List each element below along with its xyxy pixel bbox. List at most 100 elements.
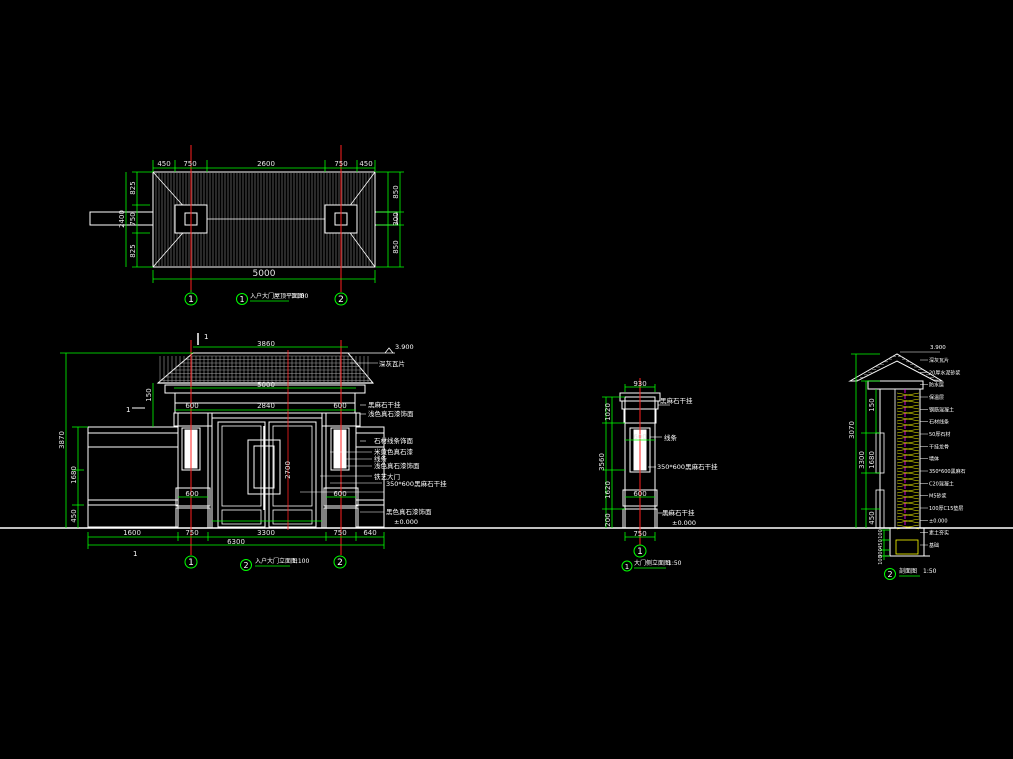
- plan-axis-bubble-1: [184, 292, 198, 306]
- section-callout: 100厚C15垫层: [929, 505, 963, 512]
- elev-axis-bubble-2: [333, 555, 347, 569]
- plan-title-bubble: [236, 293, 248, 305]
- elev-beam: [174, 402, 356, 414]
- section-rebar-line: [896, 458, 920, 464]
- section-callout: 墙体: [929, 456, 939, 463]
- side-dim-left-3: 200: [604, 513, 612, 526]
- section-callout: ±0.000: [929, 518, 948, 524]
- elev-section-mark-left: 1: [126, 406, 130, 414]
- section-rebar-line: [896, 416, 920, 422]
- plan-dim-top-1: 450: [157, 160, 170, 168]
- section-view: 3070 3300 150 1680 450 100 450 300 100 3…: [848, 345, 966, 580]
- elev-wall-left: [87, 426, 179, 528]
- plan-dim-left-total: 2400: [118, 210, 126, 228]
- elev-callout-10: 黑色真石漆饰面: [386, 507, 432, 516]
- section-rebar-line: [896, 470, 920, 476]
- elev-dim-roof: 3860: [257, 340, 275, 348]
- section-rebar-line: [896, 404, 920, 410]
- elev-section-mark: 1: [204, 333, 208, 341]
- elev-axis-label-1: 1: [188, 558, 194, 568]
- elev-gate-frame: [211, 417, 323, 529]
- section-rebar-line: [896, 440, 920, 446]
- elev-dim-bottom-4: 750: [333, 529, 346, 537]
- side-axis-label: 1: [637, 547, 643, 557]
- section-dim-left-5: 450: [868, 511, 876, 524]
- elev-dim-left-3: 450: [70, 509, 78, 522]
- section-callout: 保温层: [929, 394, 944, 401]
- elev-callout-2: 黑麻石干挂: [368, 400, 401, 409]
- section-rebar-line: [896, 428, 920, 434]
- elev-title-number: 2: [243, 561, 248, 570]
- elev-dim-bottom-3: 3300: [257, 529, 275, 537]
- section-rebar-line: [896, 494, 920, 500]
- elev-dim-inner-2: 600: [333, 490, 346, 498]
- plan-dim-right-1: 850: [392, 185, 400, 198]
- section-callout: 20厚水泥砂浆: [929, 369, 960, 376]
- elev-dim-total-bottom: 6300: [227, 538, 245, 546]
- front-elevation: 1 1 3860 5000 284: [58, 333, 447, 571]
- elev-dim-gate-height: 2700: [284, 461, 292, 479]
- side-dim-left-1: 1020: [604, 403, 612, 421]
- section-callout: 素土夯实: [929, 530, 949, 537]
- section-dim-left-4: 1680: [868, 451, 876, 469]
- elev-dim-height-total: 3870: [58, 431, 66, 449]
- side-axis-bubble: [633, 544, 647, 558]
- plan-dim-top-4: 750: [334, 160, 347, 168]
- side-callout-3: 350*600黑麻石干挂: [657, 462, 718, 471]
- elev-dim-cornice: 5000: [257, 381, 275, 389]
- elev-callout-9: 350*600黑麻石干挂: [386, 479, 447, 488]
- section-rebar-line: [896, 410, 920, 416]
- side-dim-bottom: 750: [633, 530, 646, 538]
- elev-callout-3: 浅色真石漆饰面: [368, 409, 414, 418]
- section-wall-hatch: [896, 392, 920, 530]
- plan-dim-top-3: 2600: [257, 160, 275, 168]
- section-callout: 干挂龙骨: [929, 443, 949, 450]
- section-roof-hatch: [856, 356, 938, 381]
- elev-gate-leaf-left: [217, 421, 266, 528]
- side-elevation: 930 3560 1020 1620 200 600 600 750 黑麻石干挂…: [598, 378, 718, 572]
- elev-dim-pillar-right: 600: [333, 402, 346, 410]
- side-dim-inner-2: 600: [633, 490, 646, 498]
- section-title: 剖面图: [899, 567, 917, 575]
- side-dim-inner-1: 600: [633, 433, 646, 441]
- side-title: 大门侧立面图: [634, 559, 670, 567]
- elev-dim-bottom-1: 1600: [123, 529, 141, 537]
- elev-gate-leaf-right: [268, 421, 317, 528]
- side-dim-top: 930: [633, 380, 646, 388]
- section-rebar-line: [896, 476, 920, 482]
- plan-axis-label-1: 1: [188, 295, 194, 305]
- side-dim-left-2: 1620: [604, 481, 612, 499]
- section-rebar-line: [896, 392, 920, 398]
- plan-roof-outline: [152, 171, 376, 268]
- section-rebar-line: [896, 488, 920, 494]
- elev-level-top: 3.900: [395, 343, 414, 351]
- plan-dim-top-2: 750: [183, 160, 196, 168]
- section-rebar-line: [896, 500, 920, 506]
- elev-callout-5: 米黄色真石漆: [374, 447, 414, 456]
- elev-roof-tiles: [159, 355, 371, 382]
- section-dim-bottom-1: 100: [878, 529, 884, 539]
- side-dim-left-total: 3560: [598, 453, 606, 471]
- elev-dim-inner-1: 600: [185, 490, 198, 498]
- section-rebar-line: [896, 446, 920, 452]
- section-callout: 石材线条: [929, 419, 949, 426]
- elev-callout-7: 浅色真石漆饰面: [374, 461, 420, 470]
- side-callout-4: 黑麻石干挂: [662, 508, 695, 517]
- elev-lamp-right: [333, 429, 347, 469]
- elev-title-bubble: [240, 559, 252, 571]
- elev-dim-beam: 2840: [257, 402, 275, 410]
- elev-callout-4: 石材线条饰面: [374, 436, 414, 445]
- elev-dim-left-1: 150: [145, 388, 153, 401]
- plan-axis-bubble-2: [334, 292, 348, 306]
- side-title-number: 1: [625, 563, 629, 571]
- section-rebar-line: [896, 398, 920, 404]
- elev-title-scale: 1:100: [292, 558, 309, 565]
- section-rebar-line: [896, 518, 920, 524]
- section-rebar-line: [896, 422, 920, 428]
- section-rebar-line: [896, 464, 920, 470]
- plan-title-scale: 1:100: [291, 293, 308, 300]
- section-footing: [889, 527, 925, 557]
- section-callout: M5砂浆: [929, 493, 947, 500]
- elev-callout-1: 深灰瓦片: [379, 359, 405, 368]
- plan-dim-left-3: 825: [129, 244, 137, 257]
